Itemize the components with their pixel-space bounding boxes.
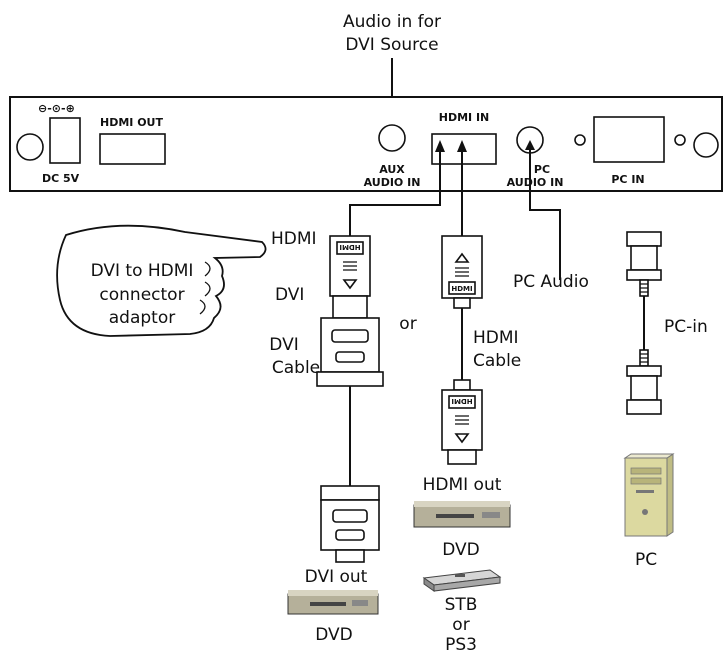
audio-source-line1: Audio in for	[343, 12, 441, 32]
audio-source-line2: DVI Source	[345, 35, 438, 55]
hdmi-plug-top-badge	[448, 281, 476, 295]
or-label: or	[399, 314, 416, 334]
mount-hole-right	[693, 132, 719, 158]
dvd-middle-label: DVD	[442, 540, 480, 560]
dvi-cable-label-line1: DVI	[269, 335, 298, 355]
hdmi-plug-left-text: HDMI	[339, 243, 360, 251]
middle-hdmi-arrow-head	[457, 140, 467, 152]
dvi-adaptor-neck	[332, 295, 368, 319]
pc-in-label: PC IN	[611, 173, 644, 186]
hdmi-in-label: HDMI IN	[439, 111, 490, 124]
hdmi-plug-label: HDMI	[271, 229, 317, 249]
adaptor-callout-line1: DVI to HDMI	[91, 261, 194, 281]
dc-jack	[49, 117, 81, 164]
vga-connector-top	[626, 231, 662, 297]
pc-in-screw-right	[674, 134, 686, 146]
pc-audio-arrow-head	[525, 140, 535, 150]
dvi-out-label: DVI out	[305, 567, 368, 587]
pc-in-port	[593, 116, 665, 163]
dvi-bottom-hood	[320, 485, 380, 501]
left-hdmi-cable-route	[349, 148, 441, 236]
hdmi-plug-bottom-text: HDMI	[451, 397, 472, 405]
hdmi-plug-top-arrow	[454, 252, 470, 263]
hdmi-plug-top-text: HDMI	[451, 285, 472, 293]
dvi-adaptor-slot	[331, 329, 369, 343]
dvi-adaptor-pin	[335, 351, 365, 363]
stb-label: STB	[445, 595, 478, 615]
hdmi-out-label: HDMI out	[423, 475, 502, 495]
aux-label-line1: AUX	[379, 163, 405, 176]
pc-in-cable-label: PC-in	[664, 317, 708, 337]
hdmi-plug-top-boot	[453, 297, 471, 309]
dvd-player-left-icon	[287, 590, 379, 615]
pc-tower-icon	[623, 453, 675, 537]
hdmi-plug-bottom-boot	[453, 379, 471, 391]
hdmi-out-label: HDMI OUT	[100, 116, 163, 129]
pc-audio-cable-route	[529, 145, 561, 280]
hdmi-plug-bottom-tip	[447, 449, 477, 465]
dvi-cable-hood	[316, 371, 384, 387]
hdmi-cable-label-line1: HDMI	[473, 328, 519, 348]
hdmi-plug-left-badge	[336, 241, 364, 255]
hdmi-plug-left-arrow	[342, 279, 358, 290]
pc-audio-label-line1: PC	[534, 163, 550, 176]
stb-ps3-icon	[422, 569, 502, 592]
vga-connector-bottom	[626, 349, 662, 415]
dc-polarity-symbol: ⊖-⊙-⊕	[38, 102, 75, 115]
dc-label: DC 5V	[42, 172, 80, 185]
dvi-bottom-slot	[332, 509, 368, 523]
hdmi-plug-left-ridges	[343, 261, 357, 271]
dvd-player-middle-icon	[413, 501, 511, 528]
dvi-bottom-pin	[335, 529, 365, 541]
hdmi-plug-bottom-badge	[448, 395, 476, 409]
hdmi-cable-label-line2: Cable	[473, 351, 521, 371]
adaptor-callout-line3: adaptor	[109, 308, 175, 328]
mount-hole-left	[16, 133, 44, 161]
pc-label: PC	[635, 550, 657, 570]
hand-finger-lines	[199, 261, 211, 315]
pc-audio-label: PC Audio	[513, 272, 589, 292]
dvd-left-label: DVD	[315, 625, 353, 645]
stb-or-label: or	[452, 615, 469, 635]
aux-label-line2: AUDIO IN	[364, 176, 421, 189]
adaptor-callout-line2: connector	[99, 285, 184, 305]
dvi-bottom-tip	[335, 549, 365, 563]
dvi-cable-label-line2: Cable	[272, 358, 320, 378]
dvi-bottom-body	[320, 499, 380, 551]
ps3-label: PS3	[445, 635, 477, 654]
aux-audio-jack	[378, 124, 406, 152]
hdmi-plug-top-ridges	[455, 267, 469, 277]
left-hdmi-arrow-head	[435, 140, 445, 152]
dvi-label: DVI	[275, 285, 304, 305]
pc-audio-label-line2: AUDIO IN	[507, 176, 564, 189]
dvi-adaptor-body	[320, 317, 380, 373]
pc-in-screw-left	[574, 134, 586, 146]
hdmi-plug-bottom-arrow	[454, 433, 470, 444]
hand-callout-outline	[56, 224, 267, 337]
hdmi-plug-bottom-ridges	[455, 415, 469, 425]
hdmi-out-port	[99, 133, 166, 165]
